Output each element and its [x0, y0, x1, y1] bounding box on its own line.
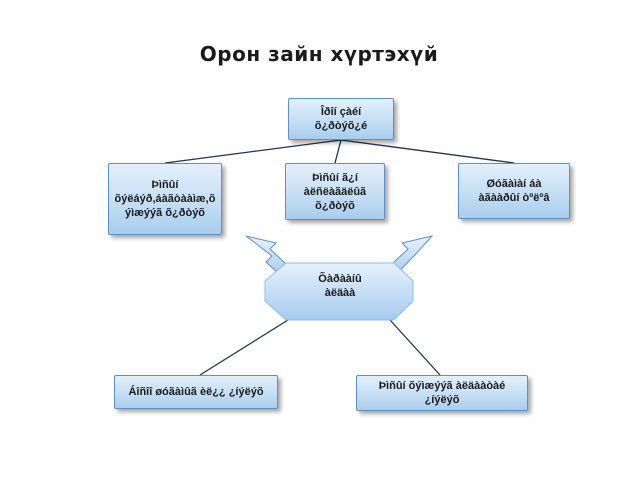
node-center-line2: àëäàà: [324, 287, 356, 299]
node-left: Þìñûí õýëáýð,áàãòààìæ,õ ýìæýýã õ¿ðòýõ: [108, 163, 222, 235]
node-center-line1: Õàðààíû: [318, 273, 362, 285]
node-middle-line1: Þìñûí ã¿í: [312, 171, 358, 184]
slide-title: Орон зайн хүртэхүй: [199, 42, 439, 66]
node-bottom-left: Áîñîî øóãàìûã èë¿¿ ¿íýëýõ: [114, 375, 278, 409]
node-right: Øóãàìàí áà àãààðûí òºëºâ: [458, 163, 570, 219]
connector-center-bottom-right: [389, 319, 441, 376]
node-left-line2: õýëáýð,áàãòààìæ,õ: [114, 193, 216, 205]
node-bottom-left-line1: Áîñîî øóãàìûã èë¿¿ ¿íýëýõ: [128, 386, 264, 398]
node-top-line1: Îðîí çàéí: [320, 106, 362, 118]
center-hexagon-shape: [264, 262, 414, 321]
node-bottom-right: Þìñûí õýìæýýã àëäààòàé ¿íýëýõ: [356, 375, 528, 411]
node-left-line1: Þìñûí: [151, 179, 179, 191]
connector-top-middle: [334, 139, 342, 164]
node-middle: Þìñûí ã¿í àëñëàãäëûã õ¿ðòýõ: [285, 163, 385, 220]
node-right-line2: àãààðûí òºëºâ: [478, 192, 550, 204]
node-bottom-right-line2: ¿íýëýõ: [424, 394, 460, 406]
connector-top-right: [340, 139, 515, 164]
node-bottom-right-line1: Þìñûí õýìæýýã àëäààòàé: [378, 380, 506, 392]
node-right-line1: Øóãàìàí áà: [486, 178, 542, 190]
node-middle-line3: õ¿ðòýõ: [315, 199, 355, 212]
node-left-line3: ýìæýýã õ¿ðòýõ: [124, 207, 206, 219]
node-middle-line2: àëñëàãäëûã: [303, 185, 367, 198]
node-top-line2: õ¿ðòýõ¿é: [314, 120, 368, 132]
node-space-perception: Îðîí çàéí õ¿ðòýõ¿é: [288, 98, 394, 140]
node-center-label: Õàðààíû àëäàà: [286, 272, 394, 300]
connector-top-left: [164, 139, 342, 164]
connector-center-bottom-left: [199, 319, 289, 376]
